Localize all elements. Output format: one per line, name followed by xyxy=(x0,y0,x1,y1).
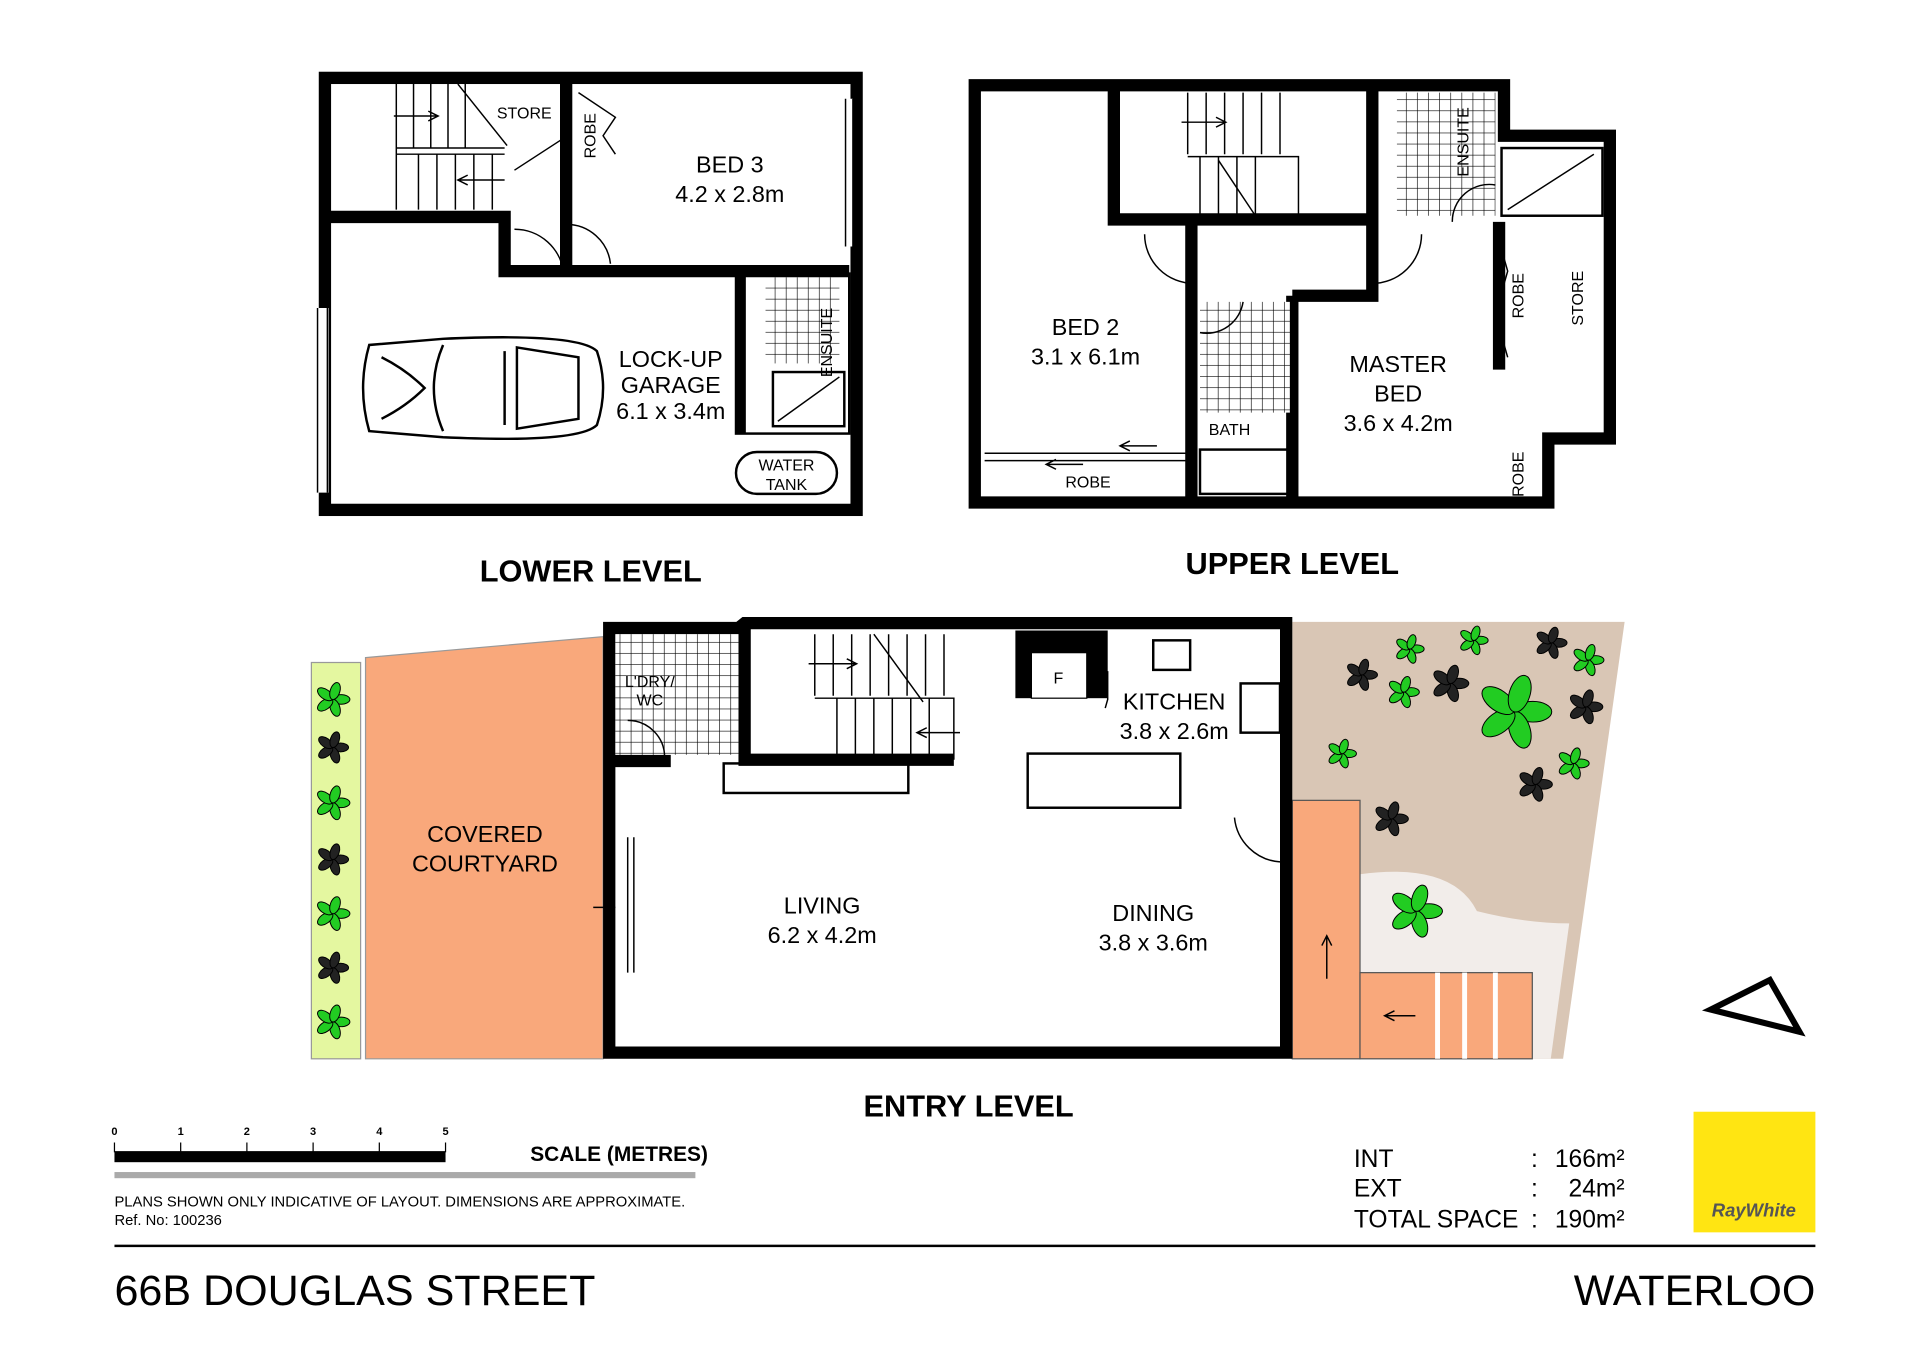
fridge-label: F xyxy=(1054,670,1064,687)
plant-icon xyxy=(317,682,351,717)
stairs-icon xyxy=(593,633,1416,1022)
upper-level-plan: ENSUITE BED 2 3.1 x 6.1m BATH ROBE MASTE… xyxy=(968,79,1616,581)
plants xyxy=(317,625,1605,1040)
plant-icon xyxy=(317,1004,351,1040)
fern-icon xyxy=(1433,664,1470,703)
water-tank-label-2: TANK xyxy=(766,477,808,494)
area-value-ext: 24m² xyxy=(1569,1176,1625,1203)
plant-icon xyxy=(1328,738,1357,769)
room-size-master: 3.6 x 4.2m xyxy=(1344,410,1453,436)
scale-tick-label: 5 xyxy=(442,1126,448,1138)
area-summary: INT : 166m² EXT : 24m² TOTAL SPACE : 190… xyxy=(1354,1146,1625,1233)
divider xyxy=(114,1244,1816,1248)
room-label-robe: ROBE xyxy=(583,113,600,158)
room-label-courtyard-2: COURTYARD xyxy=(412,851,558,877)
disclaimer: PLANS SHOWN ONLY INDICATIVE OF LAYOUT. D… xyxy=(114,1195,685,1211)
property-suburb: WATERLOO xyxy=(1574,1267,1816,1315)
room-label-store: STORE xyxy=(497,106,552,123)
room-label-bath: BATH xyxy=(1209,422,1250,439)
area-value-total: 190m² xyxy=(1555,1206,1625,1233)
scale-label: SCALE (METRES) xyxy=(530,1143,708,1166)
room-label-kitchen: KITCHEN xyxy=(1123,688,1226,714)
room-label-ensuite: ENSUITE xyxy=(819,308,836,377)
area-colon: : xyxy=(1531,1176,1538,1203)
room-label-dining: DINING xyxy=(1112,900,1194,926)
room-label-robe-small: ROBE xyxy=(1511,452,1528,497)
covered-courtyard xyxy=(364,635,604,1060)
reference-number: Ref. No: 100236 xyxy=(114,1213,221,1229)
plant-icon xyxy=(1392,884,1443,938)
entry-level-title: ENTRY LEVEL xyxy=(864,1089,1074,1124)
raywhite-logo: RayWhite xyxy=(1693,1111,1816,1233)
area-label-int: INT xyxy=(1354,1146,1394,1173)
scale-bar: 0 1 2 3 4 5 SCALE (METRES) PLANS SHOWN ONLY I… xyxy=(111,1126,708,1229)
fern-icon xyxy=(318,843,350,876)
plant-icon xyxy=(317,896,351,931)
plant-icon xyxy=(1573,643,1605,677)
plant-icon xyxy=(1396,634,1425,664)
lower-level-title: LOWER LEVEL xyxy=(480,553,702,588)
fern-icon xyxy=(1519,766,1553,802)
fern-icon xyxy=(1536,626,1568,659)
room-label-living: LIVING xyxy=(784,893,861,919)
room-size-dining: 3.8 x 3.6m xyxy=(1099,929,1208,955)
room-label-master-2: BED xyxy=(1374,381,1422,407)
area-label-total: TOTAL SPACE xyxy=(1354,1206,1519,1233)
scale-tick-label: 0 xyxy=(111,1126,117,1138)
property-address: 66B DOUGLAS STREET xyxy=(114,1267,595,1315)
stairs-icon xyxy=(393,83,612,274)
fern-icon xyxy=(1347,658,1378,691)
room-label-ensuite-upper: ENSUITE xyxy=(1455,107,1472,176)
water-tank xyxy=(734,450,839,496)
room-size-bed3: 4.2 x 2.8m xyxy=(675,181,784,207)
north-arrow-icon xyxy=(1701,975,1806,1037)
plant-icon xyxy=(1481,674,1553,749)
water-tank-label: WATER xyxy=(758,458,814,475)
lower-level-plan: STORE ROBE BED 3 4.2 x 2.8m LOCK-UP GARA… xyxy=(316,71,863,588)
scale-tick-label: 1 xyxy=(178,1126,184,1138)
room-label-bed2: BED 2 xyxy=(1052,314,1120,340)
upper-outer-wall xyxy=(968,79,1616,509)
room-size-bed2: 3.1 x 6.1m xyxy=(1031,344,1140,370)
room-label-robe-bed2: ROBE xyxy=(1065,475,1110,492)
room-label-garage: LOCK-UP xyxy=(619,346,723,372)
fern-icon xyxy=(1569,689,1604,725)
area-value-int: 166m² xyxy=(1555,1146,1625,1173)
plant-icon xyxy=(1388,675,1420,709)
scale-tick-label: 2 xyxy=(244,1126,250,1138)
room-label-master: MASTER xyxy=(1349,351,1446,377)
room-label-bed3: BED 3 xyxy=(696,152,764,178)
entry-level-plan: COVERED COURTYARD L'DRY/ WC F KITCHEN 3.… xyxy=(310,616,1625,1124)
area-label-ext: EXT xyxy=(1354,1176,1402,1203)
room-size-kitchen: 3.8 x 2.6m xyxy=(1120,718,1229,744)
room-label-robe-master: ROBE xyxy=(1511,273,1528,318)
room-label-store-upper: STORE xyxy=(1570,271,1587,326)
stairs-icon xyxy=(984,92,1509,470)
kitchen-island xyxy=(1026,752,1182,809)
fern-icon xyxy=(1375,801,1409,837)
room-size-garage: 6.1 x 3.4m xyxy=(616,398,725,424)
room-label-wc: WC xyxy=(637,693,664,710)
fern-icon xyxy=(318,731,350,764)
scale-tick-label: 4 xyxy=(376,1126,383,1138)
room-label-laundry: L'DRY/ xyxy=(625,674,675,691)
robe-door-icon xyxy=(578,92,617,155)
lower-outer-wall xyxy=(318,71,863,517)
room-label-garage-2: GARAGE xyxy=(621,372,721,398)
area-colon: : xyxy=(1531,1206,1538,1233)
plant-icon xyxy=(317,785,351,821)
fern-icon xyxy=(318,951,350,984)
plant-icon xyxy=(1460,625,1489,656)
scale-tick-label: 3 xyxy=(310,1126,316,1138)
car-icon xyxy=(361,336,605,441)
area-colon: : xyxy=(1531,1146,1538,1173)
plant-icon xyxy=(1558,747,1590,780)
logo-text: RayWhite xyxy=(1712,1199,1796,1220)
room-size-living: 6.2 x 4.2m xyxy=(768,922,877,948)
upper-level-title: UPPER LEVEL xyxy=(1186,546,1400,581)
room-label-courtyard: COVERED xyxy=(427,821,543,847)
